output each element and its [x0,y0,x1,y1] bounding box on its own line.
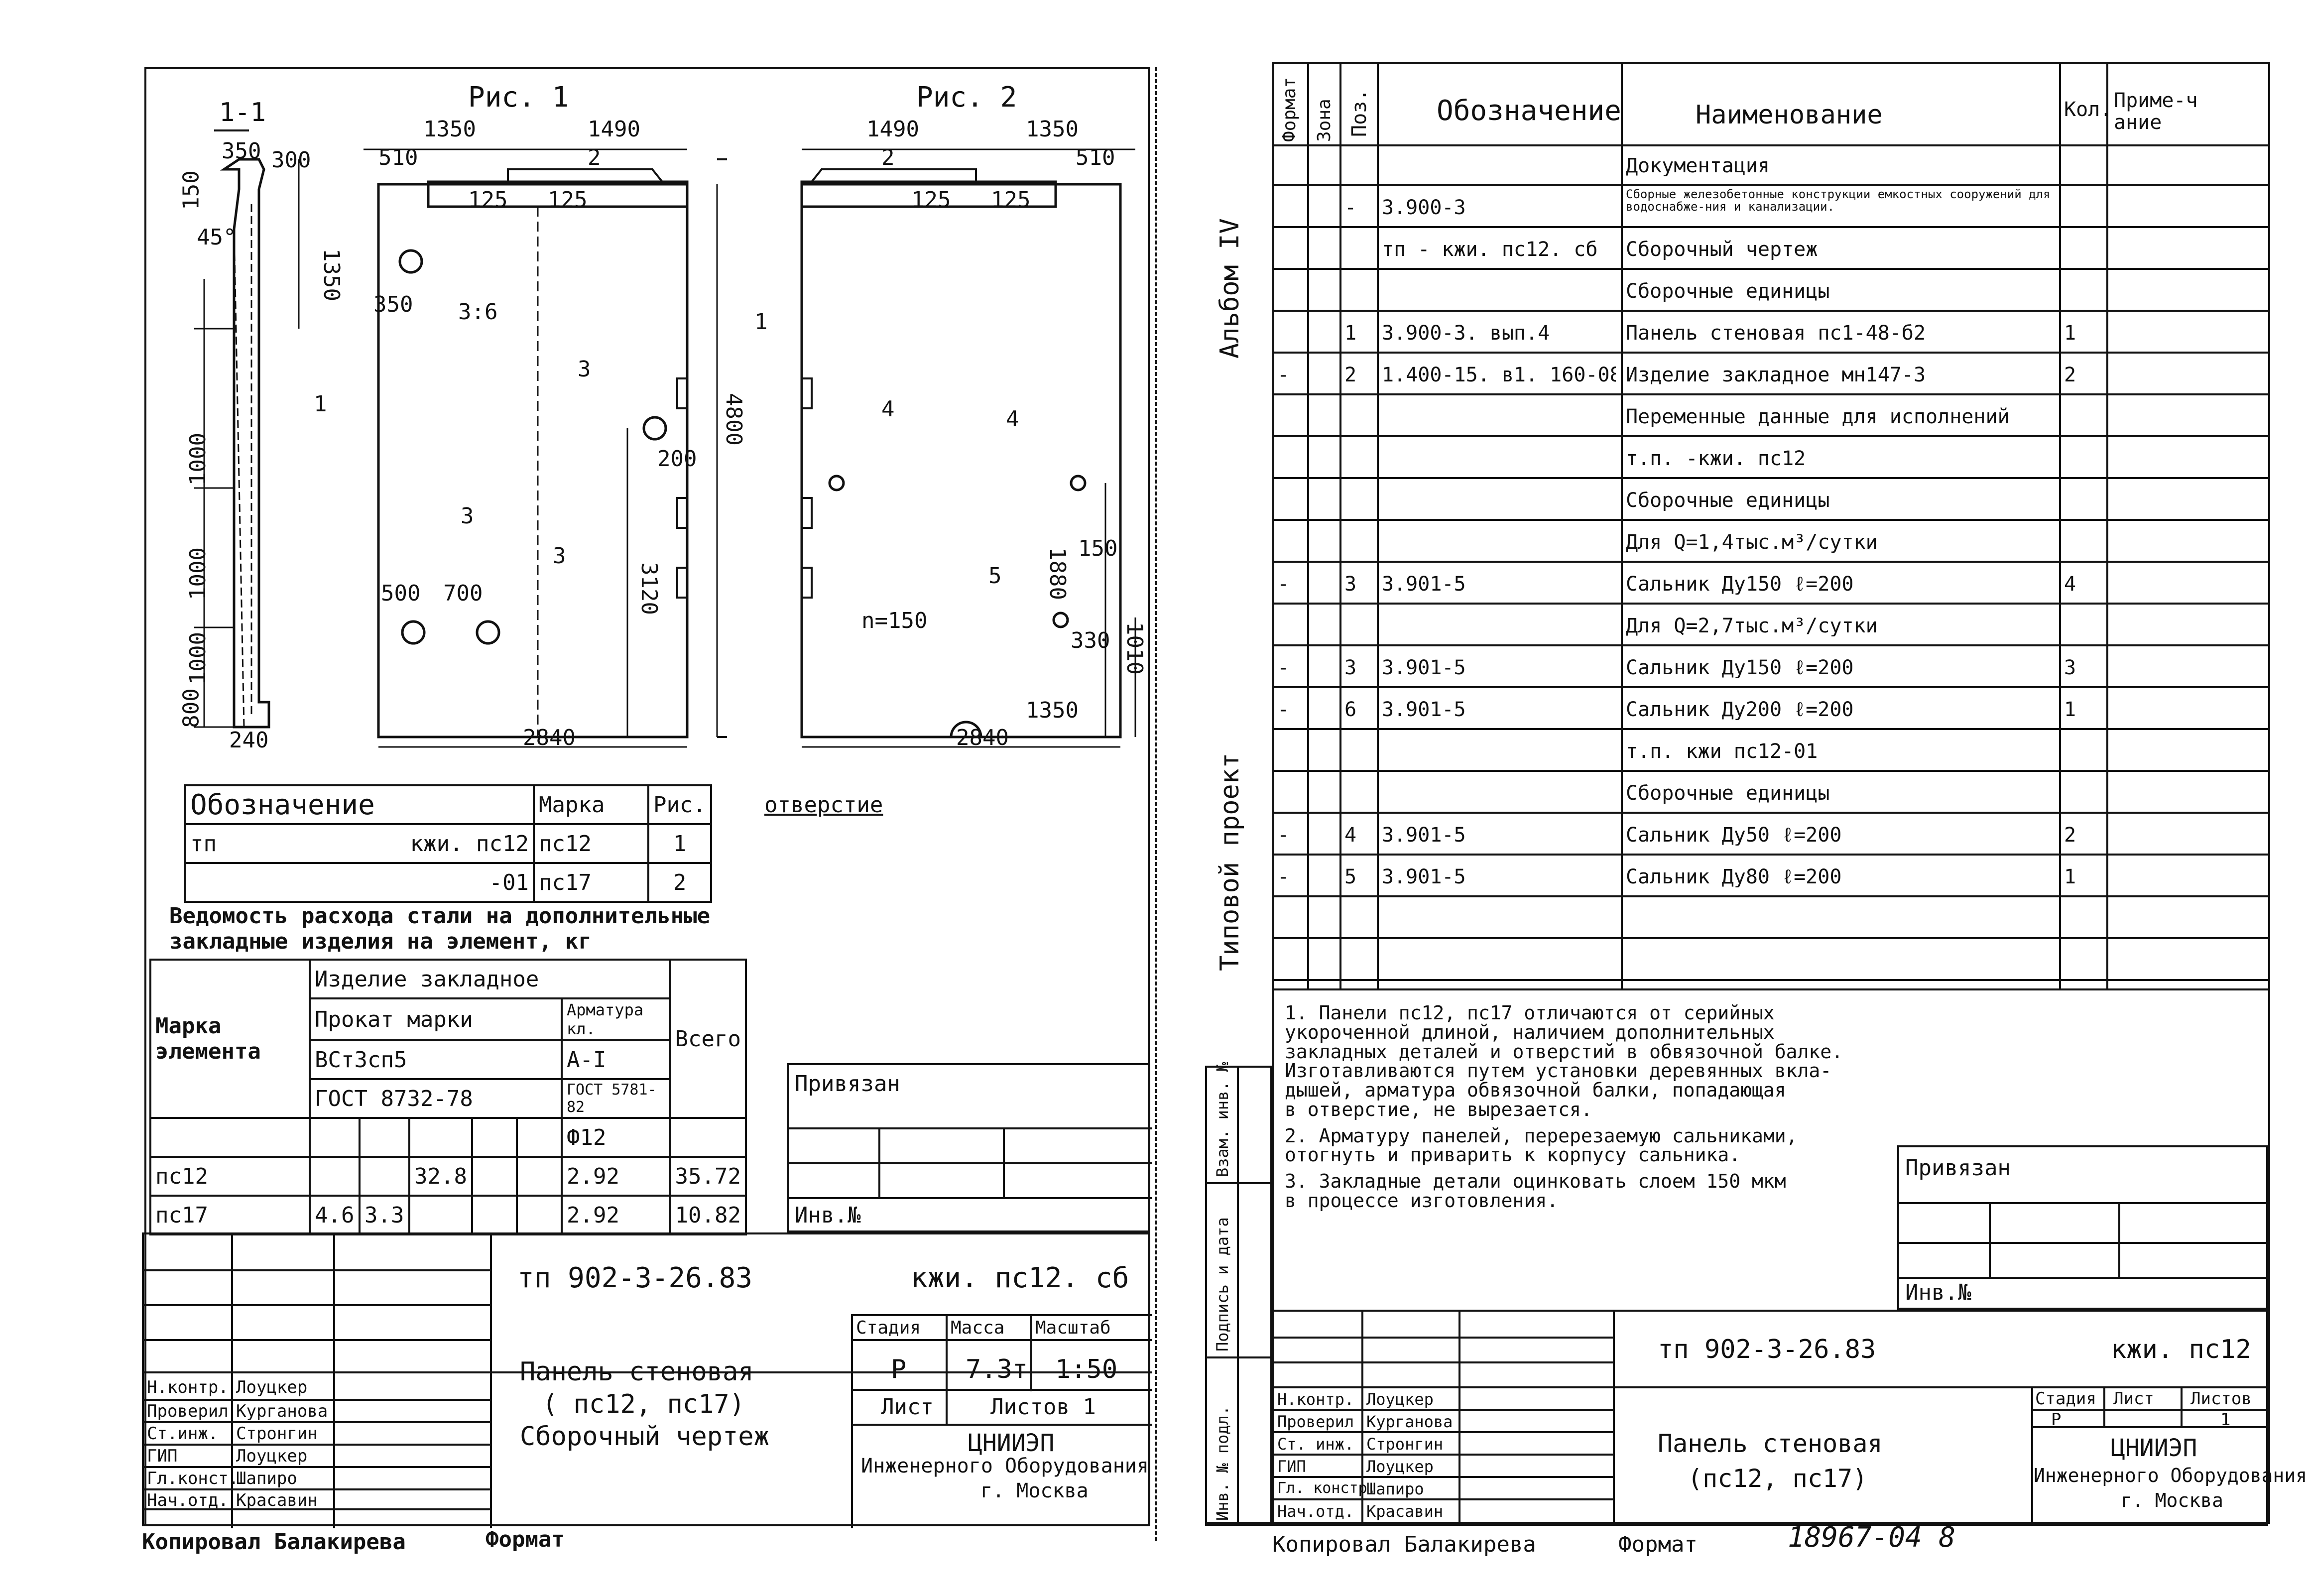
sheet-divider [1155,67,1157,1541]
section-drawing [194,158,300,729]
steel-title: Ведомость расхода стали на дополнительны… [169,903,711,954]
table-row: Переменные данные для исполнений [1272,395,2268,437]
note-line: отогнуть и приварить к корпусу сальника. [1285,1144,1741,1166]
side-stamp: Инв. № подл. Подпись и дата Взам. инв. № [1205,1062,1274,1526]
section-label: 1-1 [219,98,266,127]
fig1-panel-drawing [364,148,727,748]
notes: 1. Панели пс12, пс17 отличаются от серий… [1285,1003,2032,1211]
format-label-right: Формат [1618,1532,1698,1557]
left-sheet: 1-1 350 300 150 45° 1350 1000 1000 1000 … [142,67,1152,1555]
table-row: Документация [1272,144,2268,186]
table-row: Сборочные единицы [1272,479,2268,521]
table-row: Для Q=2,7тыс.м³/сутки [1272,605,2268,646]
note-line: закладных деталей и отверстий в обвязочн… [1285,1040,1843,1063]
note-line: укороченной длиной, наличием дополнитель… [1285,1021,1775,1043]
note-line: Изготавливаются путем установки деревянн… [1285,1060,1832,1082]
format-label: Формат [486,1527,565,1552]
table-row [1272,897,2268,939]
fig2-panel-drawing [800,148,1136,748]
copied-label-right: Копировал Балакирева [1272,1532,1536,1557]
side-album: Альбом IV [1215,218,1245,359]
sheet-number: 18967-04 8 [1788,1521,1956,1554]
privyazan-box: Привязан Инв.№ [787,1063,1152,1232]
table-row: т.п. -кжи. пс12 [1272,437,2268,479]
table-row: Для Q=1,4тыс.м³/сутки [1272,521,2268,563]
hole-label: отверстие [764,792,883,818]
table-row: Сборочные единицы [1272,270,2268,312]
note-line: 1. Панели пс12, пс17 отличаются от серий… [1285,1002,1775,1024]
side-project: Типовой проект [1215,752,1245,971]
table-row [1272,939,2268,981]
note-line: дышей, арматура обвязочной балки, попада… [1285,1079,1786,1101]
right-title-stamp: тп 902-3-26.83 кжи. пс12 Панель стеновая… [1272,1310,2307,1526]
left-title-stamp: тп 902-3-26.83 кжи. пс12. сб Панель стен… [142,1232,1152,1528]
table-row: Сборочные единицы [1272,772,2268,814]
note-line: 3. Закладные детали оцинковать слоем 150… [1285,1170,1786,1192]
note-line: в отверстие, не вырезается. [1285,1098,1592,1120]
privyazan-box-right: Привязан Инв.№ [1897,1145,2270,1310]
note-line: в процессе изготовления. [1285,1189,1559,1212]
note-line: 2. Арматуру панелей, перерезаемую сальни… [1285,1124,1798,1147]
table-row: т.п. кжи пс12-01 [1272,730,2268,772]
copied-label: Копировал Балакирева [142,1529,406,1555]
fig2-label: Рис. 2 [916,81,1017,114]
spec-table: Формат Зона Поз. Обозначение Наименовани… [1272,62,2268,988]
right-sheet: Альбом IV Типовой проект Инв. № подл. По… [1160,0,2310,1596]
fig1-label: Рис. 1 [468,81,569,114]
